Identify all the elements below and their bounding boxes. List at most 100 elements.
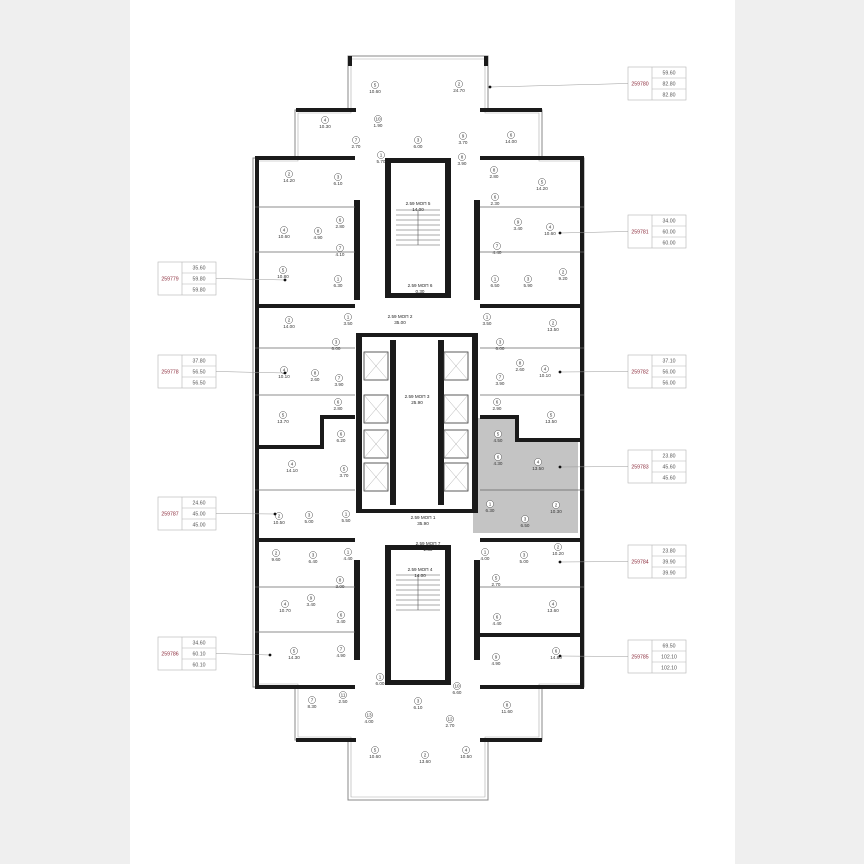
common-area-name: 2.59 МОП 4: [408, 567, 433, 572]
room-number-circle: [342, 510, 350, 518]
apartment-id: 259783: [631, 465, 648, 471]
room-number-circle: [524, 275, 532, 283]
room-number-circle: [374, 115, 382, 123]
wall: [385, 545, 391, 685]
room-number-circle: [314, 227, 322, 235]
apartment-id: 259784: [631, 560, 648, 566]
apartment-id: 259782: [631, 370, 648, 376]
leader-line: [215, 653, 271, 656]
room-number: 3: [308, 513, 311, 518]
room-area: 1.90: [374, 123, 383, 128]
room-area: 10.60: [369, 754, 381, 759]
room-number: 1: [337, 277, 340, 282]
room-number-circle: [311, 369, 319, 377]
room-area: 4.50: [494, 438, 503, 443]
room-number-circle: [281, 600, 289, 608]
room-number-circle: [339, 691, 347, 699]
room-area: 6.30: [334, 283, 343, 288]
room-area: 3.40: [307, 602, 316, 607]
room-number-circle: [481, 548, 489, 556]
room-area: 3.90: [335, 382, 344, 387]
elevator-cross: [363, 429, 389, 459]
room-area: 5.70: [377, 159, 386, 164]
room-number-circle: [285, 170, 293, 178]
elevator-cross: [443, 351, 469, 381]
room-number: 7: [338, 376, 341, 381]
apartment-table-frame: [157, 261, 217, 296]
room-number: 4: [283, 368, 286, 373]
room-area: 4.00: [481, 556, 490, 561]
room-area: 13.60: [419, 759, 431, 764]
room-number-circle: [492, 653, 500, 661]
room-area: 4.30: [494, 461, 503, 466]
wall: [296, 108, 356, 112]
wall: [445, 545, 451, 685]
room-number: 9: [310, 596, 313, 601]
room-area: 5.00: [305, 519, 314, 524]
room-number: 3: [524, 517, 527, 522]
room-area: 4.90: [492, 661, 501, 666]
elevator-shaft: [443, 462, 469, 492]
room-number: 10: [454, 684, 460, 689]
room-area: 5.90: [524, 283, 533, 288]
room-area: 6.30: [486, 508, 495, 513]
room-number-circle: [337, 430, 345, 438]
wall: [480, 304, 584, 308]
room-area: 13.60: [547, 608, 559, 613]
room-number: 4: [544, 367, 547, 372]
room-area: 2.60: [311, 377, 320, 382]
room-number-circle: [552, 501, 560, 509]
room-number-circle: [336, 216, 344, 224]
room-number-circle: [547, 411, 555, 419]
room-number-circle: [288, 460, 296, 468]
leader-line: [559, 371, 629, 373]
apartment-area-value: 45.60: [663, 465, 676, 471]
room-number: 9: [495, 655, 498, 660]
elevator-cross: [443, 462, 469, 492]
elevator-shaft: [443, 394, 469, 424]
room-area: 14.00: [505, 139, 517, 144]
room-number-circle: [462, 746, 470, 754]
room-number-circle: [559, 268, 567, 276]
room-number: 3: [337, 175, 340, 180]
apartment-marker-dot: [273, 512, 277, 516]
wall: [472, 333, 478, 513]
apartment-table-frame: [627, 354, 687, 389]
apartment-table-frame: [627, 449, 687, 484]
apartment-id: 259778: [161, 370, 178, 376]
apartment-area-value: 59.80: [193, 288, 206, 294]
room-area: 8.30: [308, 704, 317, 709]
room-area: 14.10: [286, 468, 298, 473]
common-area-name: 2.59 МОП 3: [405, 394, 430, 399]
wall: [385, 545, 451, 550]
wall: [480, 633, 584, 637]
room-area: 4.40: [493, 250, 502, 255]
room-area: 2.30: [491, 201, 500, 206]
apartment-area-value: 45.00: [193, 523, 206, 529]
room-area: 2.80: [334, 406, 343, 411]
apartment-area-value: 60.10: [193, 663, 206, 669]
wall: [445, 158, 451, 298]
room-number-circle: [516, 359, 524, 367]
room-number: 2: [424, 753, 427, 758]
room-number-circle: [414, 136, 422, 144]
room-number: 9: [462, 134, 465, 139]
room-number: 10: [375, 117, 381, 122]
room-number: 6: [340, 432, 343, 437]
room-number-circle: [521, 515, 529, 523]
wall: [480, 685, 584, 689]
room-number-circle: [334, 173, 342, 181]
room-number: 8: [339, 578, 342, 583]
elevator-cross: [363, 462, 389, 492]
apartment-area-value: 69.50: [663, 644, 676, 650]
room-number: 4: [552, 602, 555, 607]
room-number: 4: [549, 225, 552, 230]
room-number-circle: [280, 226, 288, 234]
room-number: 2: [555, 503, 558, 508]
room-number-circle: [496, 373, 504, 381]
apartment-id: 259780: [631, 82, 648, 88]
apartment-area-value: 45.00: [193, 512, 206, 518]
room-area: 5.00: [520, 559, 529, 564]
